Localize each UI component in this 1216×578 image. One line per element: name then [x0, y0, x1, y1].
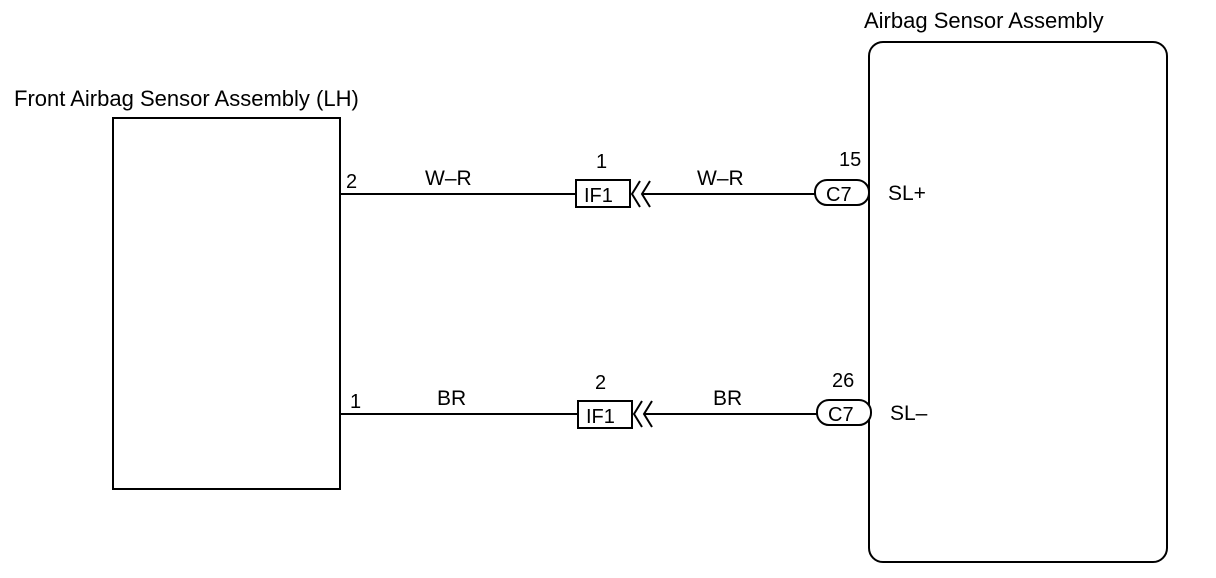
circuit-sl-plus: 2 W–R 1 IF1 W–R 15 C7 SL+ [341, 149, 926, 208]
junction-connector-label: IF1 [584, 185, 613, 207]
ecu-connector-oval [816, 399, 872, 426]
wire-color-right-label: BR [713, 387, 742, 410]
ecu-connector-oval [814, 179, 870, 206]
terminal-label: SL+ [888, 182, 926, 205]
junction-connector-label: IF1 [586, 406, 615, 428]
junction-pin-label: 1 [596, 151, 607, 173]
circuit-sl-minus: 1 BR 2 IF1 BR 26 C7 SL– [341, 370, 928, 429]
ecu-pin-label: 26 [832, 370, 854, 392]
junction-connector-box [577, 400, 633, 429]
terminal-label: SL– [890, 402, 928, 425]
ecu-pin-label: 15 [839, 149, 861, 171]
junction-pin-label: 2 [595, 372, 606, 394]
junction-connector-box [575, 179, 631, 208]
front-airbag-sensor-box [112, 117, 341, 490]
wire-color-left-label: W–R [425, 167, 472, 190]
front-airbag-sensor-title: Front Airbag Sensor Assembly (LH) [14, 86, 359, 111]
left-pin-label: 1 [350, 391, 361, 413]
ecu-connector-label: C7 [828, 404, 854, 426]
wire-color-left-label: BR [437, 387, 466, 410]
airbag-sensor-assembly-box [868, 41, 1168, 563]
airbag-sensor-assembly-title: Airbag Sensor Assembly [864, 8, 1104, 33]
left-pin-label: 2 [346, 171, 357, 193]
ecu-connector-label: C7 [826, 184, 852, 206]
wire-color-right-label: W–R [697, 167, 744, 190]
